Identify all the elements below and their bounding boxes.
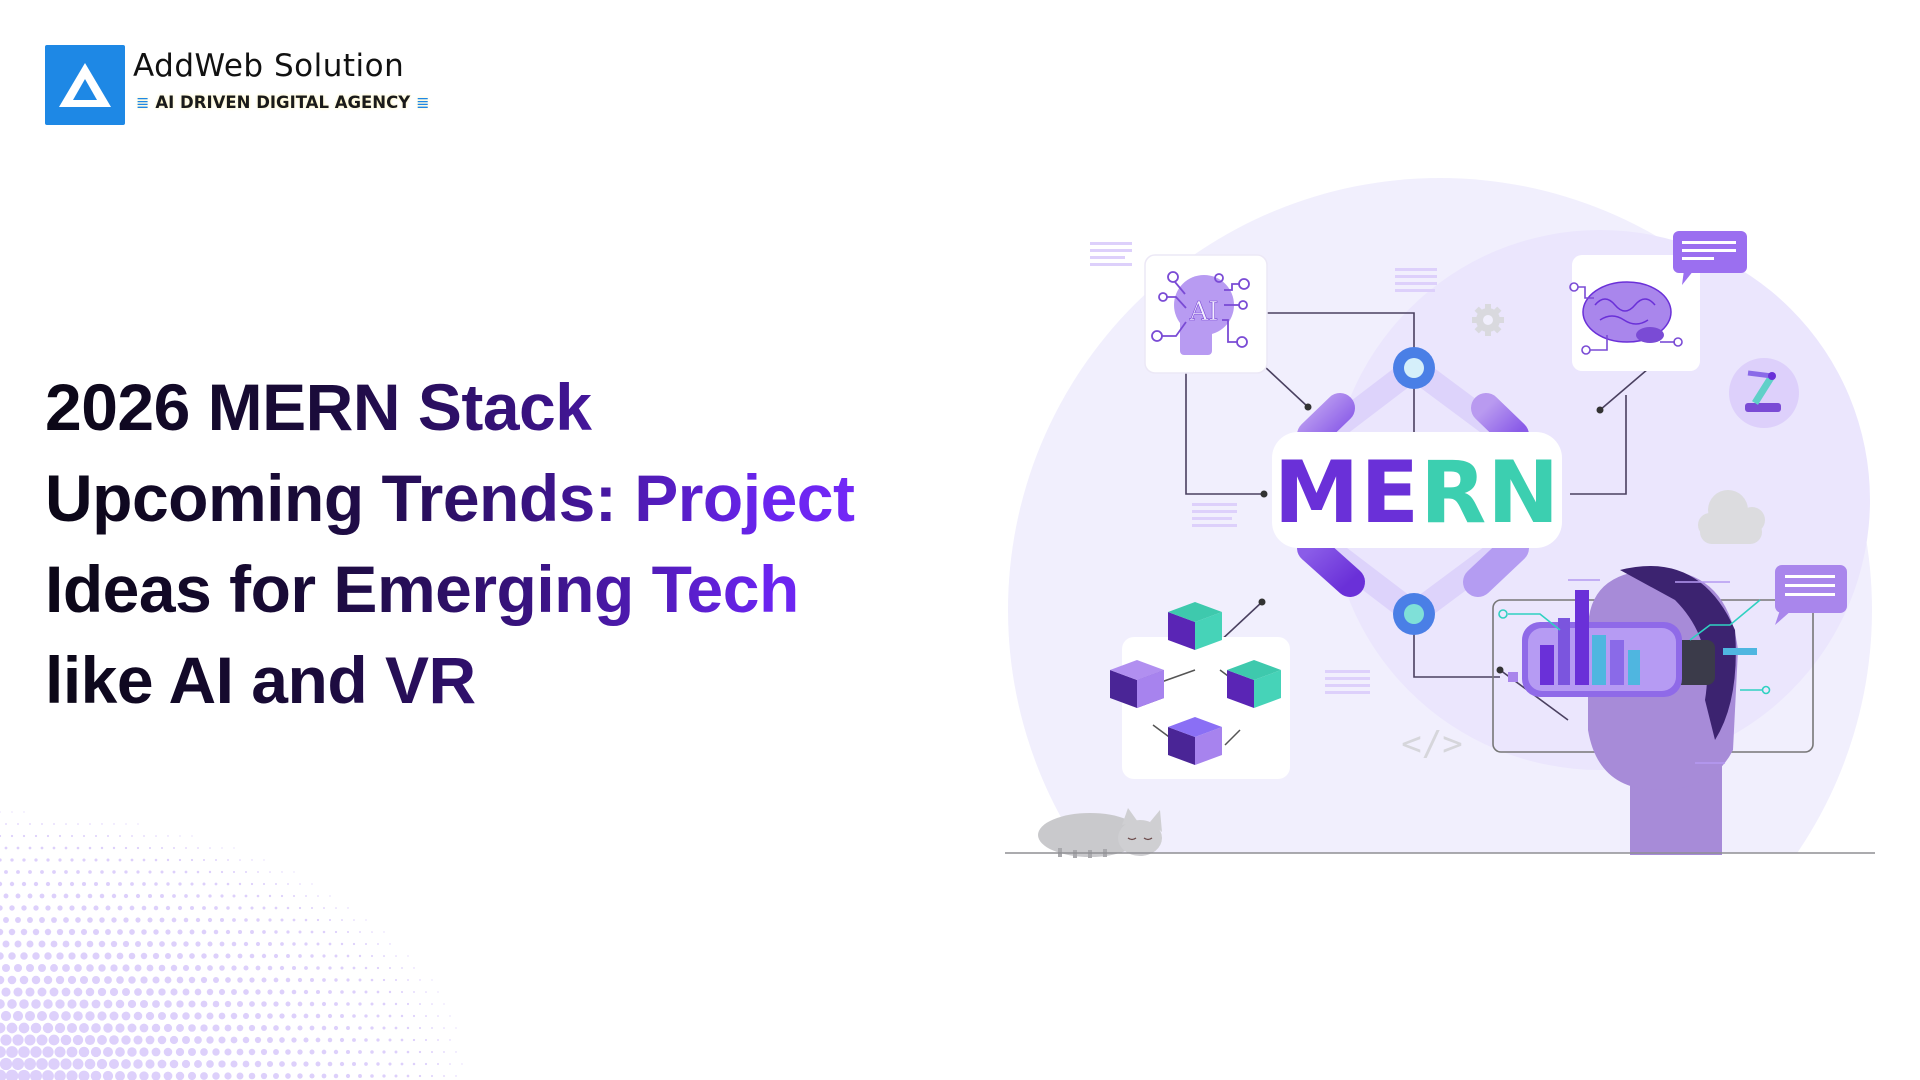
gear-icon xyxy=(1472,304,1504,336)
tagline-text: AI DRIVEN DIGITAL AGENCY xyxy=(155,93,411,112)
vr-headset-icon xyxy=(1498,566,1771,855)
circuit-left-icon: ≣ xyxy=(136,93,150,112)
brand-name: AddWeb Solution xyxy=(133,48,405,84)
brand-tagline: ≣ AI DRIVEN DIGITAL AGENCY ≣ xyxy=(136,93,430,112)
brain-icon xyxy=(1569,281,1683,355)
title-line-2: Upcoming Trends: Project xyxy=(45,461,855,535)
ai-head-icon: AI xyxy=(1151,271,1250,355)
title-line-1: 2026 MERN Stack xyxy=(45,370,592,444)
brand-logo[interactable] xyxy=(45,45,125,125)
mern-illustration: MERN AI xyxy=(1000,170,1900,870)
halftone-dots-decoration xyxy=(0,811,463,1080)
page-title: 2026 MERN Stack Upcoming Trends: Project… xyxy=(45,362,945,726)
title-line-3: Ideas for Emerging Tech xyxy=(45,552,799,626)
brain-card xyxy=(1569,255,1700,371)
mern-label-box xyxy=(1272,432,1562,548)
cloud-icon xyxy=(1698,490,1765,544)
code-icon: </> xyxy=(1401,724,1462,764)
ai-head-text: AI xyxy=(1188,297,1218,327)
chat-bubble-icon xyxy=(1673,231,1747,285)
ai-head-card: AI xyxy=(1144,254,1268,374)
blockchain-cubes-card xyxy=(1110,602,1290,779)
mern-rn: RN xyxy=(1420,443,1560,543)
chat-bubble-icon xyxy=(1775,565,1847,625)
sleeping-cat-icon xyxy=(1038,808,1162,858)
circuit-right-icon: ≣ xyxy=(416,93,430,112)
vr-user-card xyxy=(1492,566,1814,855)
cubes-network-icon xyxy=(1110,602,1281,765)
mern-me: ME xyxy=(1274,443,1420,543)
svg-text:MERN: MERN xyxy=(1274,443,1561,543)
addweb-a-logo-icon xyxy=(59,63,111,107)
title-line-4: like AI and VR xyxy=(45,643,476,717)
robot-arm-icon xyxy=(1729,358,1799,428)
list-decoration-icon xyxy=(1090,242,1437,694)
